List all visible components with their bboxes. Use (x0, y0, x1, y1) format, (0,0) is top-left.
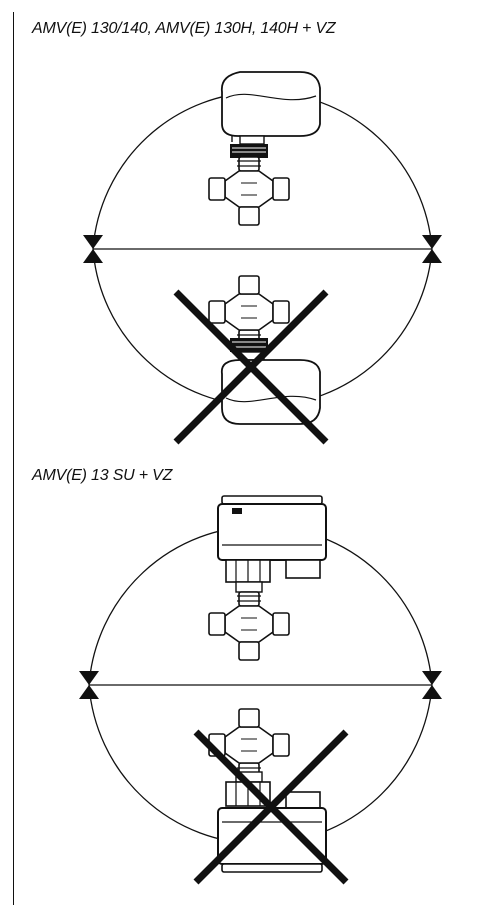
section-1-drawing (83, 71, 442, 445)
left-border-line (13, 12, 14, 905)
section-1-caption: AMV(E) 130/140, AMV(E) 130H, 140H + VZ (32, 20, 336, 37)
valve-upright-2 (208, 591, 290, 661)
actuator-upright-2 (217, 495, 327, 593)
section-2-drawing (79, 495, 442, 885)
valve-upright (208, 156, 290, 226)
section-2-caption: AMV(E) 13 SU + VZ (32, 467, 173, 484)
actuator-upright (220, 71, 321, 158)
prohibited-cross-1 (173, 289, 329, 445)
prohibited-cross-2 (193, 729, 349, 885)
